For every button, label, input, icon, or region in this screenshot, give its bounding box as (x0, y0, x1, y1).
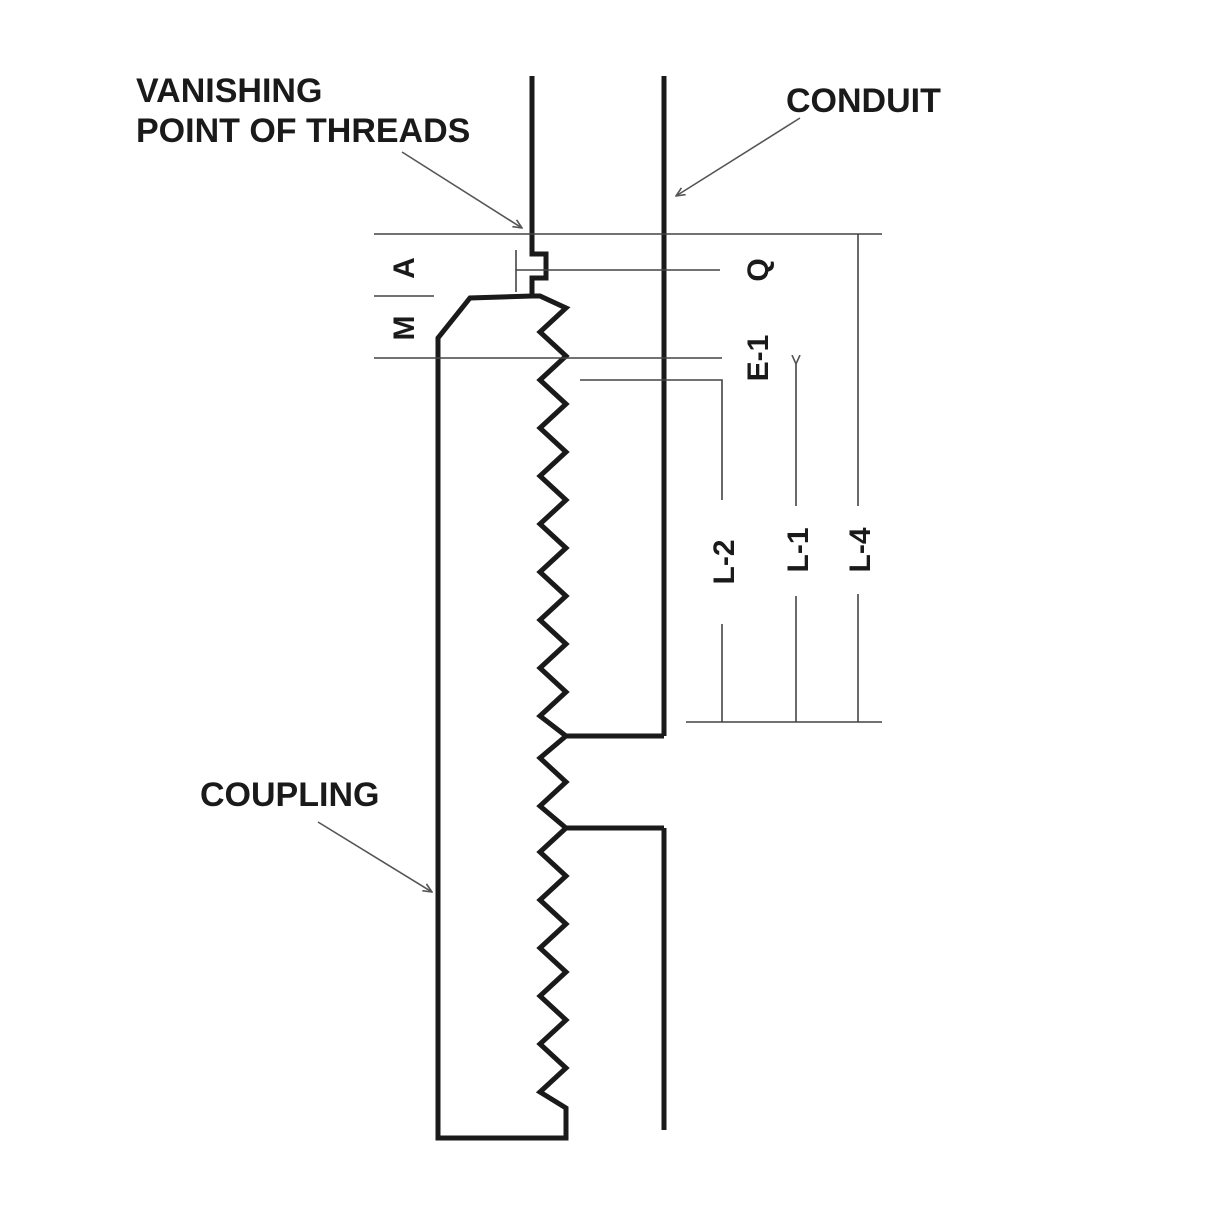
dim-q-label: Q (742, 258, 775, 281)
vanishing-point-label-1: VANISHING (136, 72, 322, 110)
dim-a-label: A (388, 257, 421, 279)
coupling-outline (435, 293, 570, 1141)
gap-thread-profile (536, 734, 664, 831)
vanishing-point-label-2: POINT OF THREADS (136, 112, 470, 150)
conduit-label: CONDUIT (786, 82, 941, 120)
dim-e1-label: E-1 (742, 335, 775, 382)
l2-leader (580, 379, 723, 500)
conduit-leader (676, 117, 801, 196)
conduit-thread-profile (529, 76, 664, 739)
coupling-leader (317, 821, 432, 892)
dim-l4-label: L-4 (844, 527, 877, 572)
vanishing-point-leader (401, 151, 522, 228)
dim-l2-label: L-2 (708, 540, 741, 585)
dim-l1-label: L-1 (782, 528, 815, 573)
dim-m-label: M (388, 316, 421, 341)
coupling-label: COUPLING (200, 776, 379, 814)
